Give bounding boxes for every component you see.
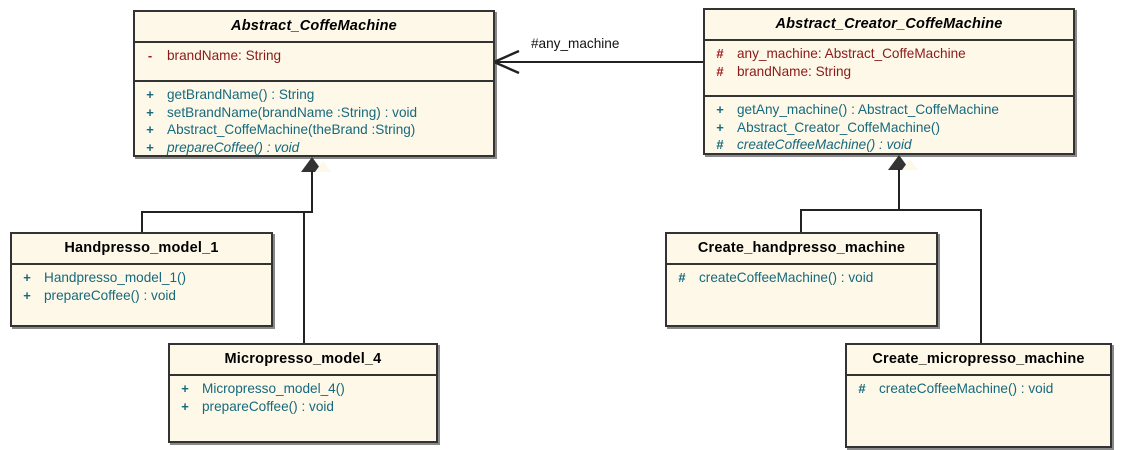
visibility-marker: + — [146, 122, 154, 137]
visibility-marker: - — [147, 48, 153, 63]
generalization-stem-left — [311, 171, 313, 213]
operation-text: createCoffeeMachine() : void — [737, 137, 912, 152]
operation-row: + prepareCoffee() : void — [12, 287, 269, 305]
visibility-marker: + — [146, 104, 154, 120]
operation-row-abstract: + prepareCoffee() : void — [135, 139, 491, 157]
visibility-marker: + — [181, 381, 189, 396]
visibility-marker: + — [716, 102, 724, 117]
operation-row: + Abstract_CoffeMachine(theBrand :String… — [135, 121, 491, 139]
attribute-text: brandName: String — [167, 48, 282, 63]
visibility-marker: + — [716, 119, 724, 135]
operation-row: + getBrandName() : String — [135, 86, 491, 104]
operations-compartment: # createCoffeeMachine() : void — [847, 376, 1110, 402]
class-box-abstract-coffemachine[interactable]: Abstract_CoffeMachine - brandName: Strin… — [133, 10, 495, 157]
visibility-marker: # — [678, 270, 686, 285]
attribute-row: # any_machine: Abstract_CoffeMachine — [705, 45, 1071, 63]
operation-text: getAny_machine() : Abstract_CoffeMachine — [737, 102, 999, 117]
visibility-marker: # — [858, 381, 866, 396]
class-title-create-micropresso-machine: Create_micropresso_machine — [847, 345, 1110, 376]
operations-compartment: + getBrandName() : String + setBrandName… — [135, 82, 493, 160]
attributes-compartment: - brandName: String — [135, 43, 493, 82]
operation-text: Abstract_CoffeMachine(theBrand :String) — [167, 122, 416, 137]
operations-compartment: + Micropresso_model_4() + prepareCoffee(… — [170, 376, 436, 419]
operation-text: createCoffeeMachine() : void — [699, 270, 874, 285]
generalization-bar-left — [141, 211, 313, 213]
operation-row: + Abstract_Creator_CoffeMachine() — [705, 119, 1071, 137]
operation-text: Micropresso_model_4() — [202, 381, 345, 396]
operation-row: + setBrandName(brandName :String) : void — [135, 104, 491, 122]
operation-row: + getAny_machine() : Abstract_CoffeMachi… — [705, 101, 1071, 119]
attribute-text: brandName: String — [737, 63, 852, 79]
association-line — [497, 61, 703, 63]
association-label: #any_machine — [531, 36, 620, 51]
operations-compartment: + getAny_machine() : Abstract_CoffeMachi… — [705, 97, 1073, 158]
visibility-marker: # — [716, 137, 724, 152]
operation-row: + Handpresso_model_1() — [12, 269, 269, 287]
visibility-marker: # — [716, 63, 724, 79]
operations-compartment: # createCoffeeMachine() : void — [667, 265, 936, 291]
operation-text: prepareCoffee() : void — [44, 287, 176, 303]
visibility-marker: + — [23, 287, 31, 303]
generalization-drop-micropresso — [303, 211, 305, 345]
class-box-create-micropresso-machine[interactable]: Create_micropresso_machine # createCoffe… — [845, 343, 1112, 448]
class-box-handpresso-model-1[interactable]: Handpresso_model_1 + Handpresso_model_1(… — [10, 232, 273, 327]
generalization-drop-create-micropresso — [980, 209, 982, 345]
generalization-triangle-right — [888, 155, 918, 170]
operation-text: prepareCoffee() : void — [167, 139, 300, 155]
generalization-drop-create-handpresso — [800, 209, 802, 234]
attribute-row: # brandName: String — [705, 63, 1071, 81]
visibility-marker: # — [716, 46, 724, 61]
visibility-marker: + — [181, 398, 189, 414]
operation-text: createCoffeeMachine() : void — [879, 381, 1054, 396]
class-title-handpresso-model-1: Handpresso_model_1 — [12, 234, 271, 265]
operation-row: # createCoffeeMachine() : void — [667, 269, 934, 287]
generalization-bar-right — [800, 209, 982, 211]
class-title-create-handpresso-machine: Create_handpresso_machine — [667, 234, 936, 265]
visibility-marker: + — [23, 270, 31, 285]
class-title-micropresso-model-4: Micropresso_model_4 — [170, 345, 436, 376]
generalization-drop-handpresso — [141, 211, 143, 234]
class-box-micropresso-model-4[interactable]: Micropresso_model_4 + Micropresso_model_… — [168, 343, 438, 443]
operation-text: Abstract_Creator_CoffeMachine() — [737, 119, 940, 135]
class-box-abstract-creator-coffemachine[interactable]: Abstract_Creator_CoffeMachine # any_mach… — [703, 8, 1075, 155]
association-arrowhead-icon — [491, 49, 520, 75]
operation-text: prepareCoffee() : void — [202, 398, 334, 414]
visibility-marker: + — [146, 87, 154, 102]
operation-text: setBrandName(brandName :String) : void — [167, 104, 418, 120]
class-title-abstract-creator-coffemachine: Abstract_Creator_CoffeMachine — [705, 10, 1073, 41]
class-title-abstract-coffemachine: Abstract_CoffeMachine — [135, 12, 493, 43]
attribute-text: any_machine: Abstract_CoffeMachine — [737, 46, 966, 61]
operation-row: + prepareCoffee() : void — [170, 398, 434, 416]
visibility-marker: + — [146, 139, 154, 155]
operation-row: # createCoffeeMachine() : void — [847, 380, 1108, 398]
generalization-stem-right — [898, 169, 900, 211]
operation-row-abstract: # createCoffeeMachine() : void — [705, 136, 1071, 154]
generalization-triangle-left — [301, 157, 331, 172]
attribute-row: - brandName: String — [135, 47, 491, 65]
class-box-create-handpresso-machine[interactable]: Create_handpresso_machine # createCoffee… — [665, 232, 938, 327]
operation-text: getBrandName() : String — [167, 87, 315, 102]
attributes-compartment: # any_machine: Abstract_CoffeMachine # b… — [705, 41, 1073, 97]
operation-row: + Micropresso_model_4() — [170, 380, 434, 398]
operations-compartment: + Handpresso_model_1() + prepareCoffee()… — [12, 265, 271, 308]
operation-text: Handpresso_model_1() — [44, 270, 187, 285]
